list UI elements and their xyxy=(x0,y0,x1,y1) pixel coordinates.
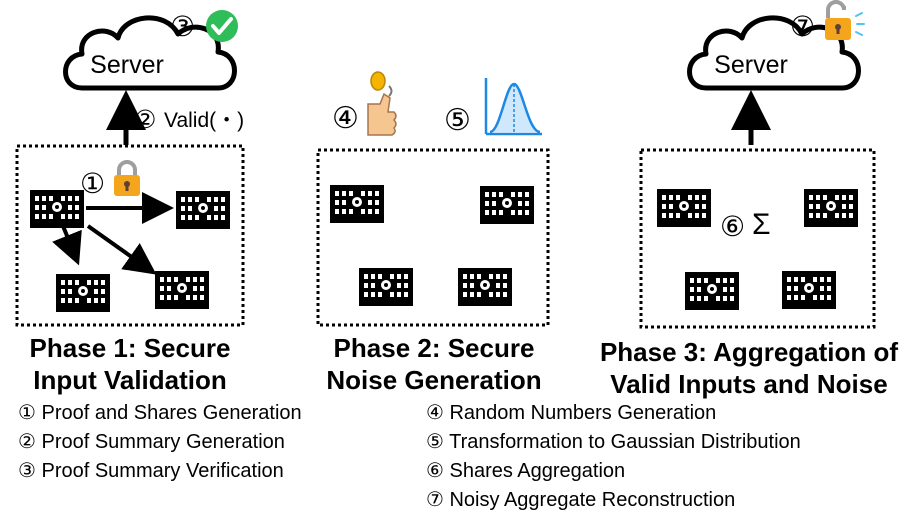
unlock-icon xyxy=(825,0,865,40)
server-label-phase1: Server xyxy=(90,51,164,79)
legend-item-6: ⑥ Shares Aggregation xyxy=(426,460,626,482)
step2-number: ② xyxy=(134,106,156,134)
phase1-box xyxy=(15,144,245,327)
phase2-title: Phase 2: Secure Noise Generation xyxy=(308,332,560,396)
building-icon xyxy=(804,189,858,227)
building-icon xyxy=(30,190,84,228)
building-icon xyxy=(176,191,230,229)
building-icon xyxy=(685,272,739,310)
legend-left: ① Proof and Shares Generation ② Proof Su… xyxy=(18,399,302,486)
legend-item-4: ④ Random Numbers Generation xyxy=(426,402,717,424)
legend-item-1: ① Proof and Shares Generation xyxy=(18,402,302,424)
sum-symbol: Σ xyxy=(752,208,771,241)
step7-number: ⑦ xyxy=(790,11,815,42)
phase1-title: Phase 1: Secure Input Validation xyxy=(10,332,250,396)
coin-flip-hand-icon xyxy=(367,71,397,136)
step1-number: ① xyxy=(80,168,105,199)
legend-item-7: ⑦ Noisy Aggregate Reconstruction xyxy=(426,489,736,511)
building-icon xyxy=(657,189,711,227)
step6-number: ⑥ xyxy=(720,211,745,242)
step4-number: ④ xyxy=(332,102,359,135)
building-icon xyxy=(359,268,413,306)
building-icon xyxy=(782,271,836,309)
step3-number: ③ xyxy=(170,11,195,42)
legend-right: ④ Random Numbers Generation ⑤ Transforma… xyxy=(426,399,801,515)
valid-function-label: Valid(・) xyxy=(164,109,244,132)
legend-item-2: ② Proof Summary Generation xyxy=(18,431,285,453)
server-label-phase3: Server xyxy=(714,51,788,79)
gaussian-curve-icon xyxy=(484,78,542,136)
phase3-title-line1: Phase 3: Aggregation of xyxy=(599,337,899,367)
phase3-title: Phase 3: Aggregation of Valid Inputs and… xyxy=(588,336,910,400)
building-icon xyxy=(480,186,534,224)
legend-item-5: ⑤ Transformation to Gaussian Distributio… xyxy=(426,431,801,453)
building-icon xyxy=(56,274,110,312)
phase3-title-line2: Valid Inputs and Noise xyxy=(610,369,888,399)
lock-icon xyxy=(112,160,142,198)
legend-item-3: ③ Proof Summary Verification xyxy=(18,460,284,482)
arrow-1b xyxy=(52,225,82,266)
step5-number: ⑤ xyxy=(444,104,471,137)
check-icon xyxy=(206,10,238,42)
arrow-1c xyxy=(86,224,157,275)
phase1-title-line2: Input Validation xyxy=(33,365,227,395)
building-icon xyxy=(458,268,512,306)
phase1-title-line1: Phase 1: Secure xyxy=(29,333,231,363)
phase2-title-line2: Noise Generation xyxy=(326,365,542,395)
building-icon xyxy=(155,271,209,309)
phase3-box xyxy=(639,148,876,329)
phase2-box xyxy=(316,148,550,327)
phase2-title-line1: Phase 2: Secure xyxy=(333,333,535,363)
building-icon xyxy=(330,185,384,223)
